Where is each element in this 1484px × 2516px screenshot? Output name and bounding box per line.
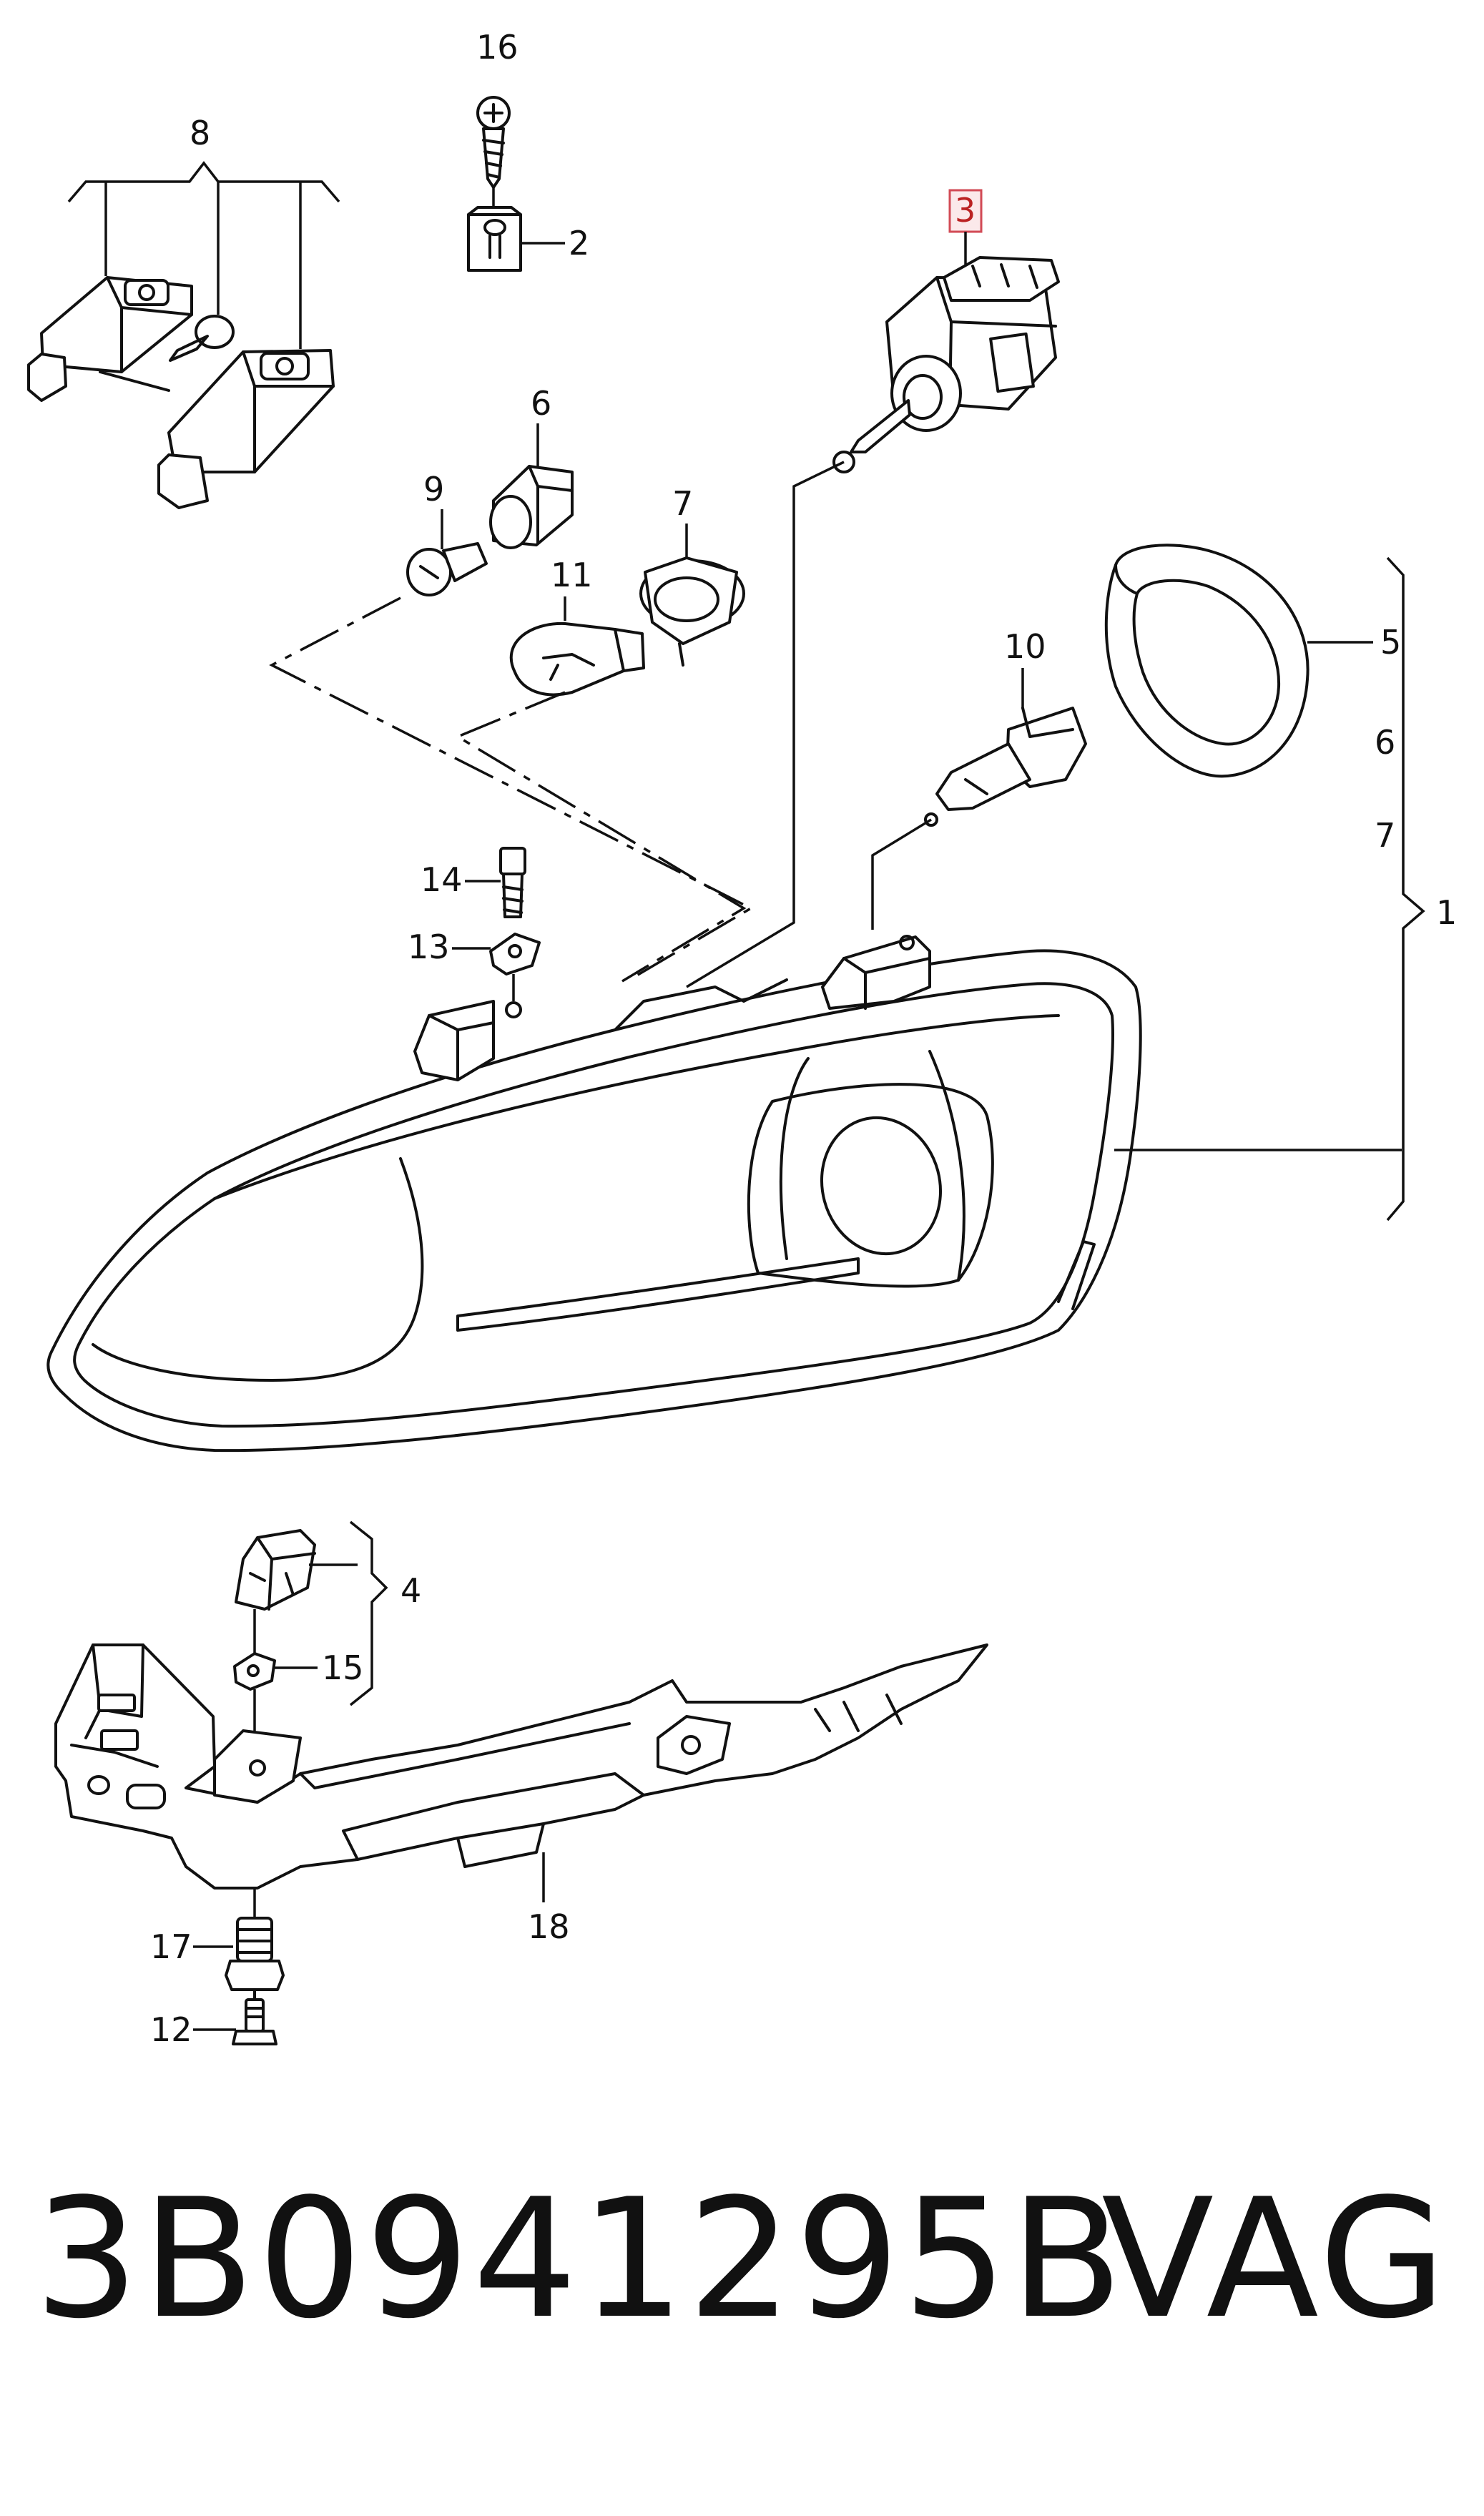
bracket-part-8b	[99, 349, 335, 509]
callout-5[interactable]: 5	[1380, 623, 1401, 662]
h7-bulb-part-10	[924, 707, 1087, 827]
headlamp-part-1	[46, 935, 1142, 1453]
callout-3-highlight	[948, 189, 983, 233]
callout-16[interactable]: 16	[476, 28, 519, 67]
connector-part-4	[235, 1529, 316, 1611]
callout-11[interactable]: 11	[551, 556, 593, 594]
screw-part-16	[476, 96, 511, 189]
nut-part-15	[233, 1652, 276, 1691]
leader-10-to-headlamp	[871, 818, 932, 930]
bulb-holder-part-7	[639, 556, 745, 667]
wedge-bulb-part-9	[406, 542, 488, 596]
screw-part-8	[169, 315, 235, 362]
leader-dashdot-9	[269, 596, 754, 981]
brace-1	[1386, 556, 1425, 1222]
leader-dashdot-11	[455, 691, 747, 983]
callout-1-7[interactable]: 7	[1375, 816, 1395, 855]
nut-part-13	[489, 933, 541, 976]
bolt-part-12	[232, 1988, 277, 2045]
clip-nut-part-2	[467, 187, 522, 272]
callout-14[interactable]: 14	[421, 860, 463, 899]
callout-2[interactable]: 2	[569, 224, 589, 262]
callout-12[interactable]: 12	[150, 2010, 192, 2049]
part-number: 3B0941295B	[34, 2164, 1126, 2355]
callout-9[interactable]: 9	[423, 470, 444, 508]
callout-6[interactable]: 6	[531, 384, 551, 423]
leaders-8	[104, 182, 302, 349]
callout-4[interactable]: 4	[401, 1571, 421, 1610]
callout-13[interactable]: 13	[408, 928, 450, 966]
connector-module-part-3	[832, 256, 1060, 473]
bulb-part-11	[509, 621, 645, 697]
ring-part-5	[1104, 544, 1309, 778]
bushing-part-17	[225, 1917, 285, 1991]
callout-17[interactable]: 17	[150, 1927, 192, 1966]
callout-15[interactable]: 15	[322, 1648, 364, 1687]
callout-1-6[interactable]: 6	[1375, 723, 1395, 762]
brace-8	[67, 161, 340, 203]
callout-7[interactable]: 7	[672, 484, 693, 523]
bracket-part-8a	[27, 276, 193, 402]
mounting-bracket-part-18	[54, 1643, 988, 1890]
footer: 3B0941295B VAG	[0, 2167, 1484, 2382]
callout-3[interactable]: 3	[955, 191, 976, 230]
socket-part-6	[489, 465, 574, 549]
bolt-part-14	[499, 847, 526, 918]
callout-1[interactable]: 1	[1436, 893, 1457, 932]
callout-10[interactable]: 10	[1004, 627, 1046, 666]
brace-4	[349, 1520, 388, 1706]
callout-18[interactable]: 18	[528, 1907, 570, 1946]
callout-8[interactable]: 8	[190, 114, 210, 152]
leader-3-to-headlamp	[686, 461, 845, 988]
brand-name: VAG	[1101, 2164, 1450, 2355]
